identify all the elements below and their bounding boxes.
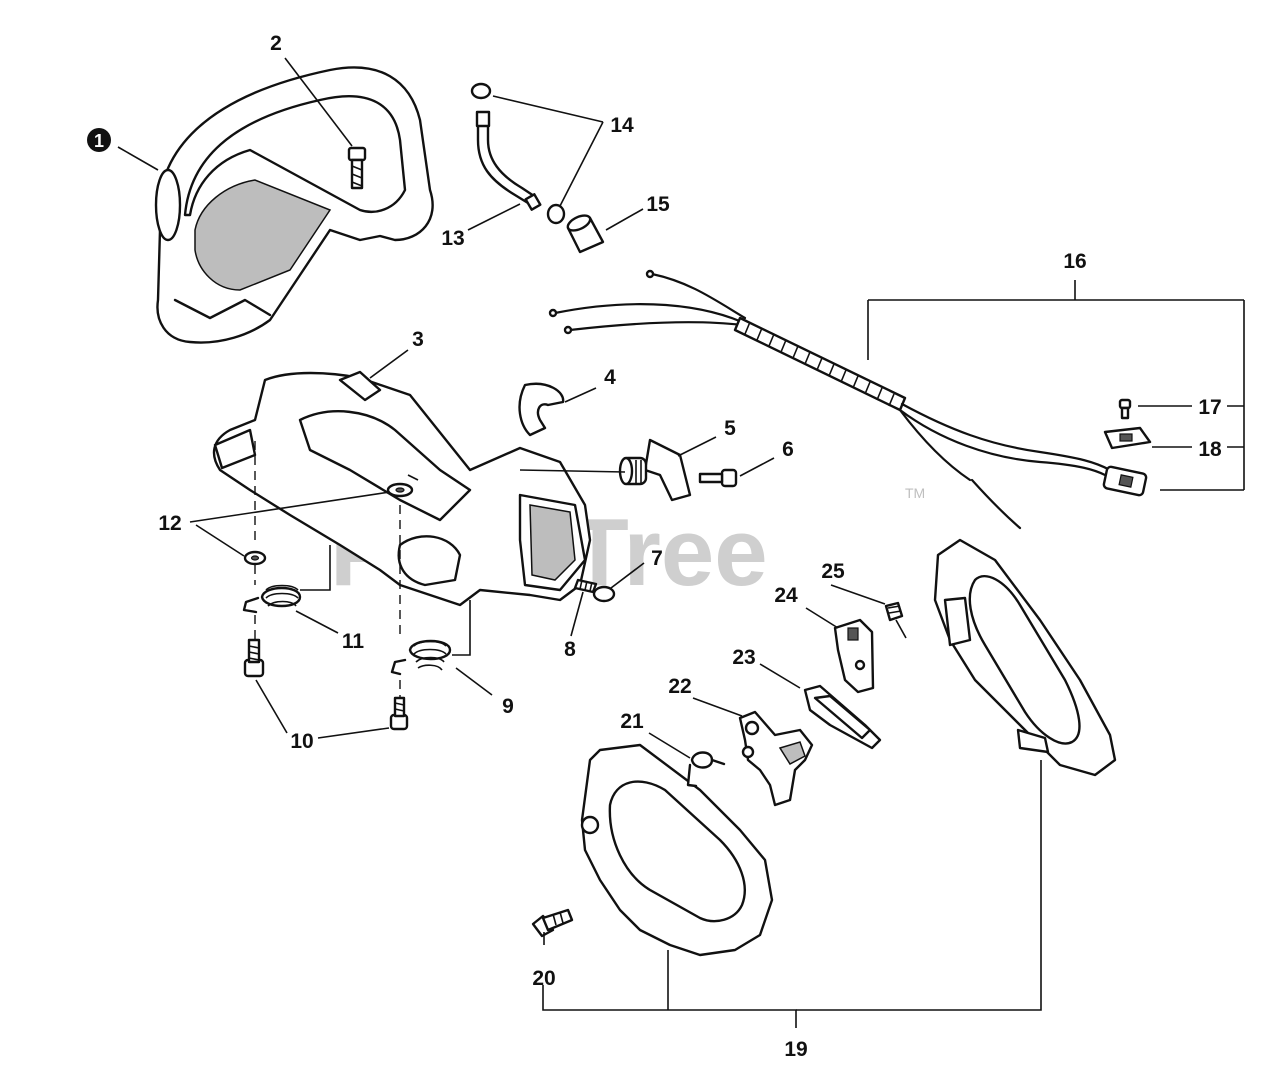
label-part-23: 23: [732, 646, 755, 669]
label-part-18: 18: [1198, 438, 1222, 461]
switch-part-24[interactable]: [833, 618, 875, 694]
bolt-part-2[interactable]: [347, 146, 367, 190]
cable-assembly-part-16[interactable]: [548, 269, 1148, 530]
label-part-21: 21: [620, 710, 644, 733]
label-part-11: 11: [342, 630, 365, 653]
clip-part-4[interactable]: [518, 382, 565, 437]
filled-circle-icon: [87, 128, 111, 152]
label-part-12: 12: [158, 512, 181, 535]
spring-part-9[interactable]: [390, 639, 452, 676]
label-part-19: 19: [784, 1038, 807, 1061]
small-screw-part-17[interactable]: [1118, 398, 1132, 420]
label-part-4: 4: [604, 366, 616, 389]
pin-part-7[interactable]: [592, 585, 616, 603]
label-part-1: 1: [94, 131, 104, 151]
label-part-17: 17: [1198, 396, 1221, 419]
label-part-10: 10: [290, 730, 313, 753]
label-part-9: 9: [502, 695, 514, 718]
label-part-5: 5: [724, 417, 736, 440]
bolts-part-10[interactable]: [243, 638, 409, 731]
watermark-trademark: TM: [905, 485, 925, 501]
nuts-part-14[interactable]: [470, 82, 566, 225]
front-handle-part-1[interactable]: [154, 66, 434, 344]
label-part-14: 14: [610, 114, 634, 137]
label-part-8: 8: [564, 638, 576, 661]
throttle-piece-part-5[interactable]: [618, 438, 692, 502]
label-part-20: 20: [532, 967, 555, 990]
label-part-2: 2: [270, 32, 282, 55]
tube-part-13[interactable]: [475, 110, 542, 211]
label-part-24: 24: [774, 584, 798, 607]
small-spring-part-25[interactable]: [884, 601, 907, 639]
handle-halves-part-19[interactable]: [580, 538, 1117, 957]
washers-part-12[interactable]: [243, 482, 414, 566]
screw-part-6[interactable]: [698, 468, 738, 488]
label-part-6: 6: [782, 438, 794, 461]
spring-part-21[interactable]: [686, 751, 726, 788]
label-part-7: 7: [651, 547, 663, 570]
spring-part-11[interactable]: [242, 584, 302, 614]
trigger-part-22[interactable]: [738, 710, 814, 807]
label-part-15: 15: [646, 193, 670, 216]
label-part-3: 3: [412, 328, 424, 351]
label-part-16: 16: [1063, 250, 1086, 273]
label-part-25: 25: [821, 560, 845, 583]
bolt-part-20[interactable]: [531, 908, 574, 938]
label-part-22: 22: [668, 675, 691, 698]
leader-lines: [117, 57, 1245, 1028]
small-spring-part-8[interactable]: [573, 578, 598, 594]
plate-part-23[interactable]: [803, 684, 882, 750]
label-part-13: 13: [441, 227, 464, 250]
plate-part-18[interactable]: [1103, 426, 1152, 450]
sleeve-part-15[interactable]: [566, 212, 605, 254]
